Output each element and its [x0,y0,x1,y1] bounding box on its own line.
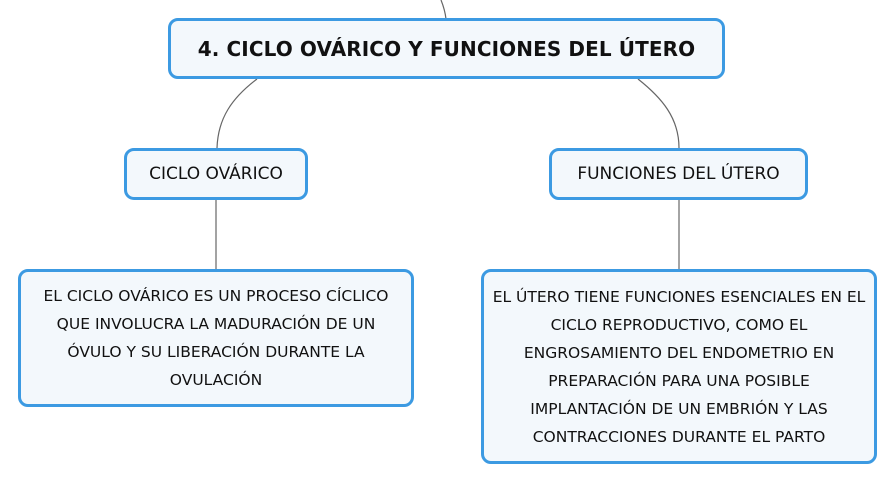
connector-root-to-funciones-utero [637,78,680,149]
topic-funciones-utero-label: FUNCIONES DEL ÚTERO [577,164,780,184]
root-topic[interactable]: 4. CICLO OVÁRICO Y FUNCIONES DEL ÚTERO [168,18,725,79]
topic-funciones-utero[interactable]: FUNCIONES DEL ÚTERO [549,148,808,200]
detail-funciones-utero[interactable]: EL ÚTERO TIENE FUNCIONES ESENCIALES EN E… [481,269,877,464]
topic-ciclo-ovarico[interactable]: CICLO OVÁRICO [124,148,308,200]
connector-root-to-ciclo-ovarico [216,78,258,149]
detail-funciones-utero-text: EL ÚTERO TIENE FUNCIONES ESENCIALES EN E… [492,287,866,446]
root-topic-label: 4. CICLO OVÁRICO Y FUNCIONES DEL ÚTERO [197,36,696,61]
connector-parent-to-root [440,0,447,20]
detail-ciclo-ovarico[interactable]: EL CICLO OVÁRICO ES UN PROCESO CÍCLICO Q… [18,269,414,407]
detail-ciclo-ovarico-text: EL CICLO OVÁRICO ES UN PROCESO CÍCLICO Q… [43,287,389,389]
topic-ciclo-ovarico-label: CICLO OVÁRICO [149,164,283,184]
